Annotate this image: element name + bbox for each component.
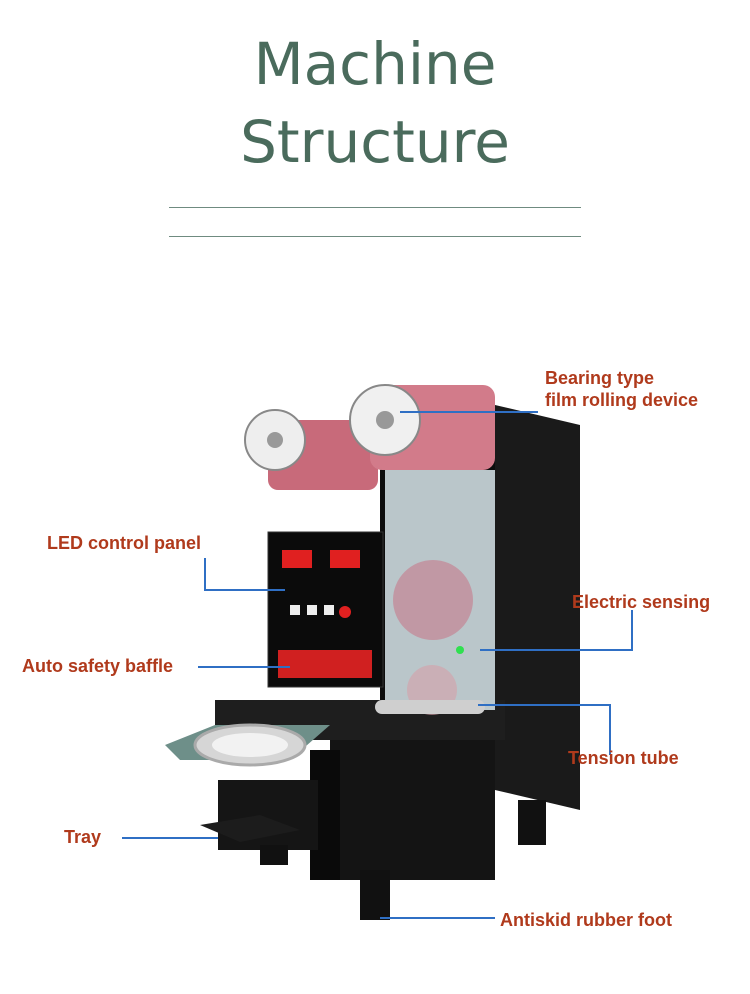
film-web xyxy=(385,470,495,715)
divider-bottom xyxy=(169,236,581,237)
label-rubber-foot: Antiskid rubber foot xyxy=(500,910,672,930)
sensor-light-icon xyxy=(456,646,464,654)
label-tension-tube: Tension tube xyxy=(568,748,679,768)
label-safety-baffle: Auto safety baffle xyxy=(22,656,174,676)
label-film-rolling-line1: Bearing type xyxy=(545,368,655,388)
label-tray: Tray xyxy=(64,827,102,847)
leader-led-panel xyxy=(204,558,285,591)
leader-lines xyxy=(122,411,633,919)
divider-top xyxy=(169,207,581,208)
label-film-rolling-line2: film rolling device xyxy=(545,390,699,410)
leader-electric-sensing xyxy=(480,610,633,651)
led-control-panel xyxy=(267,531,384,688)
film-roll-left xyxy=(244,409,378,490)
page-title-line1: Machine xyxy=(253,30,497,98)
label-led-panel: LED control panel xyxy=(47,533,202,553)
label-electric-sensing: Electric sensing xyxy=(572,592,711,612)
rubber-feet xyxy=(260,800,546,920)
page-title-line2: Structure xyxy=(240,108,510,176)
leader-tension-tube xyxy=(478,704,611,755)
film-roll-right xyxy=(349,384,495,470)
tension-tube-roller xyxy=(375,700,485,714)
tray-and-cup-holder xyxy=(165,723,330,842)
